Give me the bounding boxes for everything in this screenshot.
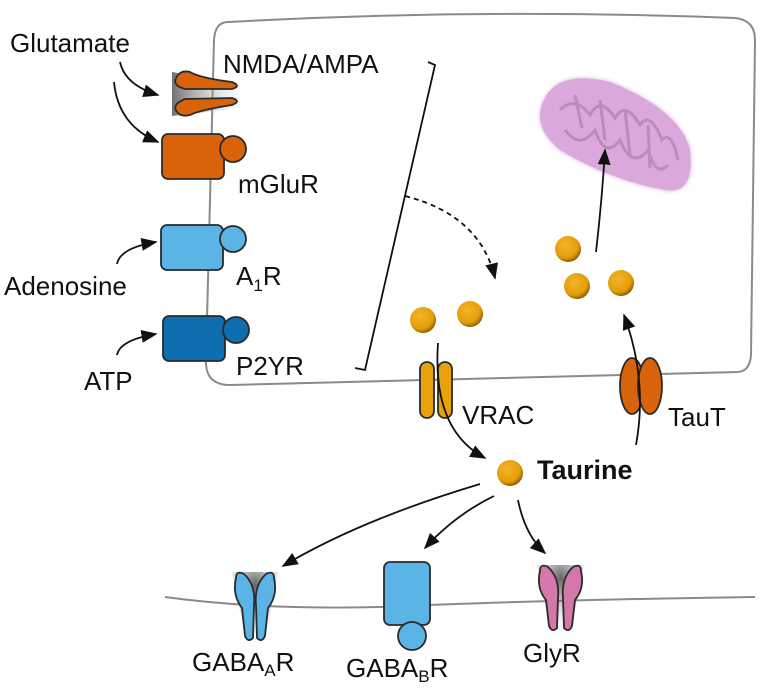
glyr-receptor-icon <box>537 564 584 632</box>
taurine-to-gababr-arrow <box>423 495 495 550</box>
vrac-channel-icon <box>419 361 453 419</box>
extracellular-taurine-molecule <box>497 460 523 486</box>
taut-uptake-arrow <box>622 313 641 446</box>
taurine-molecule <box>410 307 436 333</box>
taut-transporter-icon <box>619 357 663 415</box>
receptor-bracket <box>354 61 437 372</box>
a1r-receptor-icon <box>160 224 247 271</box>
mglur-receptor-icon <box>161 133 247 180</box>
p2yr-label: P2YR <box>236 351 304 381</box>
taurine-to-glyr-arrow <box>517 499 547 555</box>
taut-label: TauT <box>668 402 726 432</box>
nmda-ampa-label: NMDA/AMPA <box>223 49 379 79</box>
vrac-label: VRAC <box>462 400 534 430</box>
taurine-molecule <box>457 301 483 327</box>
mitochondrion <box>540 78 691 191</box>
gabaar-label: GABAAR <box>192 647 294 680</box>
atp-label: ATP <box>84 366 133 396</box>
gababr-label: GABABR <box>346 653 448 686</box>
atp-arrow <box>116 330 158 356</box>
adenosine-arrow <box>116 238 158 265</box>
taurine-label: Taurine <box>537 455 633 485</box>
taurine-molecule <box>564 273 590 299</box>
nmda-ampa-receptor-icon <box>172 70 240 117</box>
adenosine-label: Adenosine <box>4 271 127 301</box>
glutamate-label: Glutamate <box>10 28 130 58</box>
p2yr-receptor-icon <box>162 315 250 362</box>
a1r-label: A1R <box>236 261 282 295</box>
glutamate-to-mglur-arrow <box>113 81 160 143</box>
glutamate-to-nmda-arrow <box>119 61 160 97</box>
taurine-molecule <box>555 236 581 262</box>
taurine-to-gabaar-arrow <box>281 483 481 567</box>
dashed-signal-arrow <box>404 195 498 280</box>
taurine-molecule <box>608 270 634 296</box>
glyr-label: GlyR <box>523 638 581 668</box>
taurine-to-mitochondria-arrow <box>595 148 611 253</box>
gababr-receptor-icon <box>383 561 431 651</box>
vrac-efflux-arrow <box>436 342 487 459</box>
gabaar-receptor-icon <box>232 571 278 641</box>
mglur-label: mGluR <box>238 169 319 199</box>
